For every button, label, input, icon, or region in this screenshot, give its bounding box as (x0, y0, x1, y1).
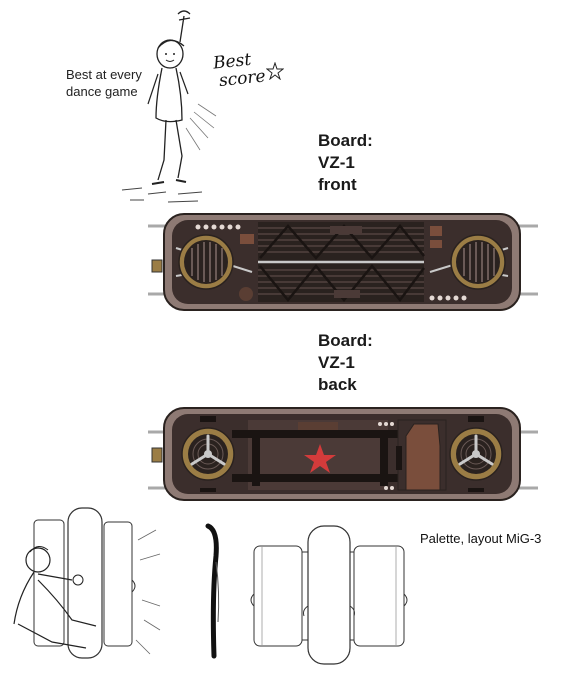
palette-caption: Palette, layout MiG-3 (420, 531, 542, 546)
star-doodle (266, 62, 284, 80)
vz1-back-board (148, 407, 538, 501)
red-star (304, 444, 336, 473)
handle (151, 259, 163, 273)
back-title-line2: VZ-1 (318, 353, 355, 372)
handle (151, 447, 163, 463)
front-board-title: Board: VZ-1 front (318, 130, 373, 196)
back-title-line3: back (318, 375, 357, 394)
side-profile-sketch (205, 523, 220, 659)
rider-sketch (13, 507, 161, 659)
front-title-line1: Board: (318, 131, 373, 150)
sketch-caption: Best at every dance game (66, 66, 166, 100)
front-title-line2: VZ-1 (318, 153, 355, 172)
hatch-cover (405, 423, 441, 491)
mig3-layout-sketch (250, 525, 408, 665)
front-title-line3: front (318, 175, 357, 194)
dancer-sketch (121, 10, 217, 203)
back-board-title: Board: VZ-1 back (318, 330, 373, 396)
sketch-caption-line2: dance game (66, 84, 138, 99)
back-title-line1: Board: (318, 331, 373, 350)
vz1-front-board (148, 213, 538, 311)
sketch-caption-line1: Best at every (66, 67, 142, 82)
